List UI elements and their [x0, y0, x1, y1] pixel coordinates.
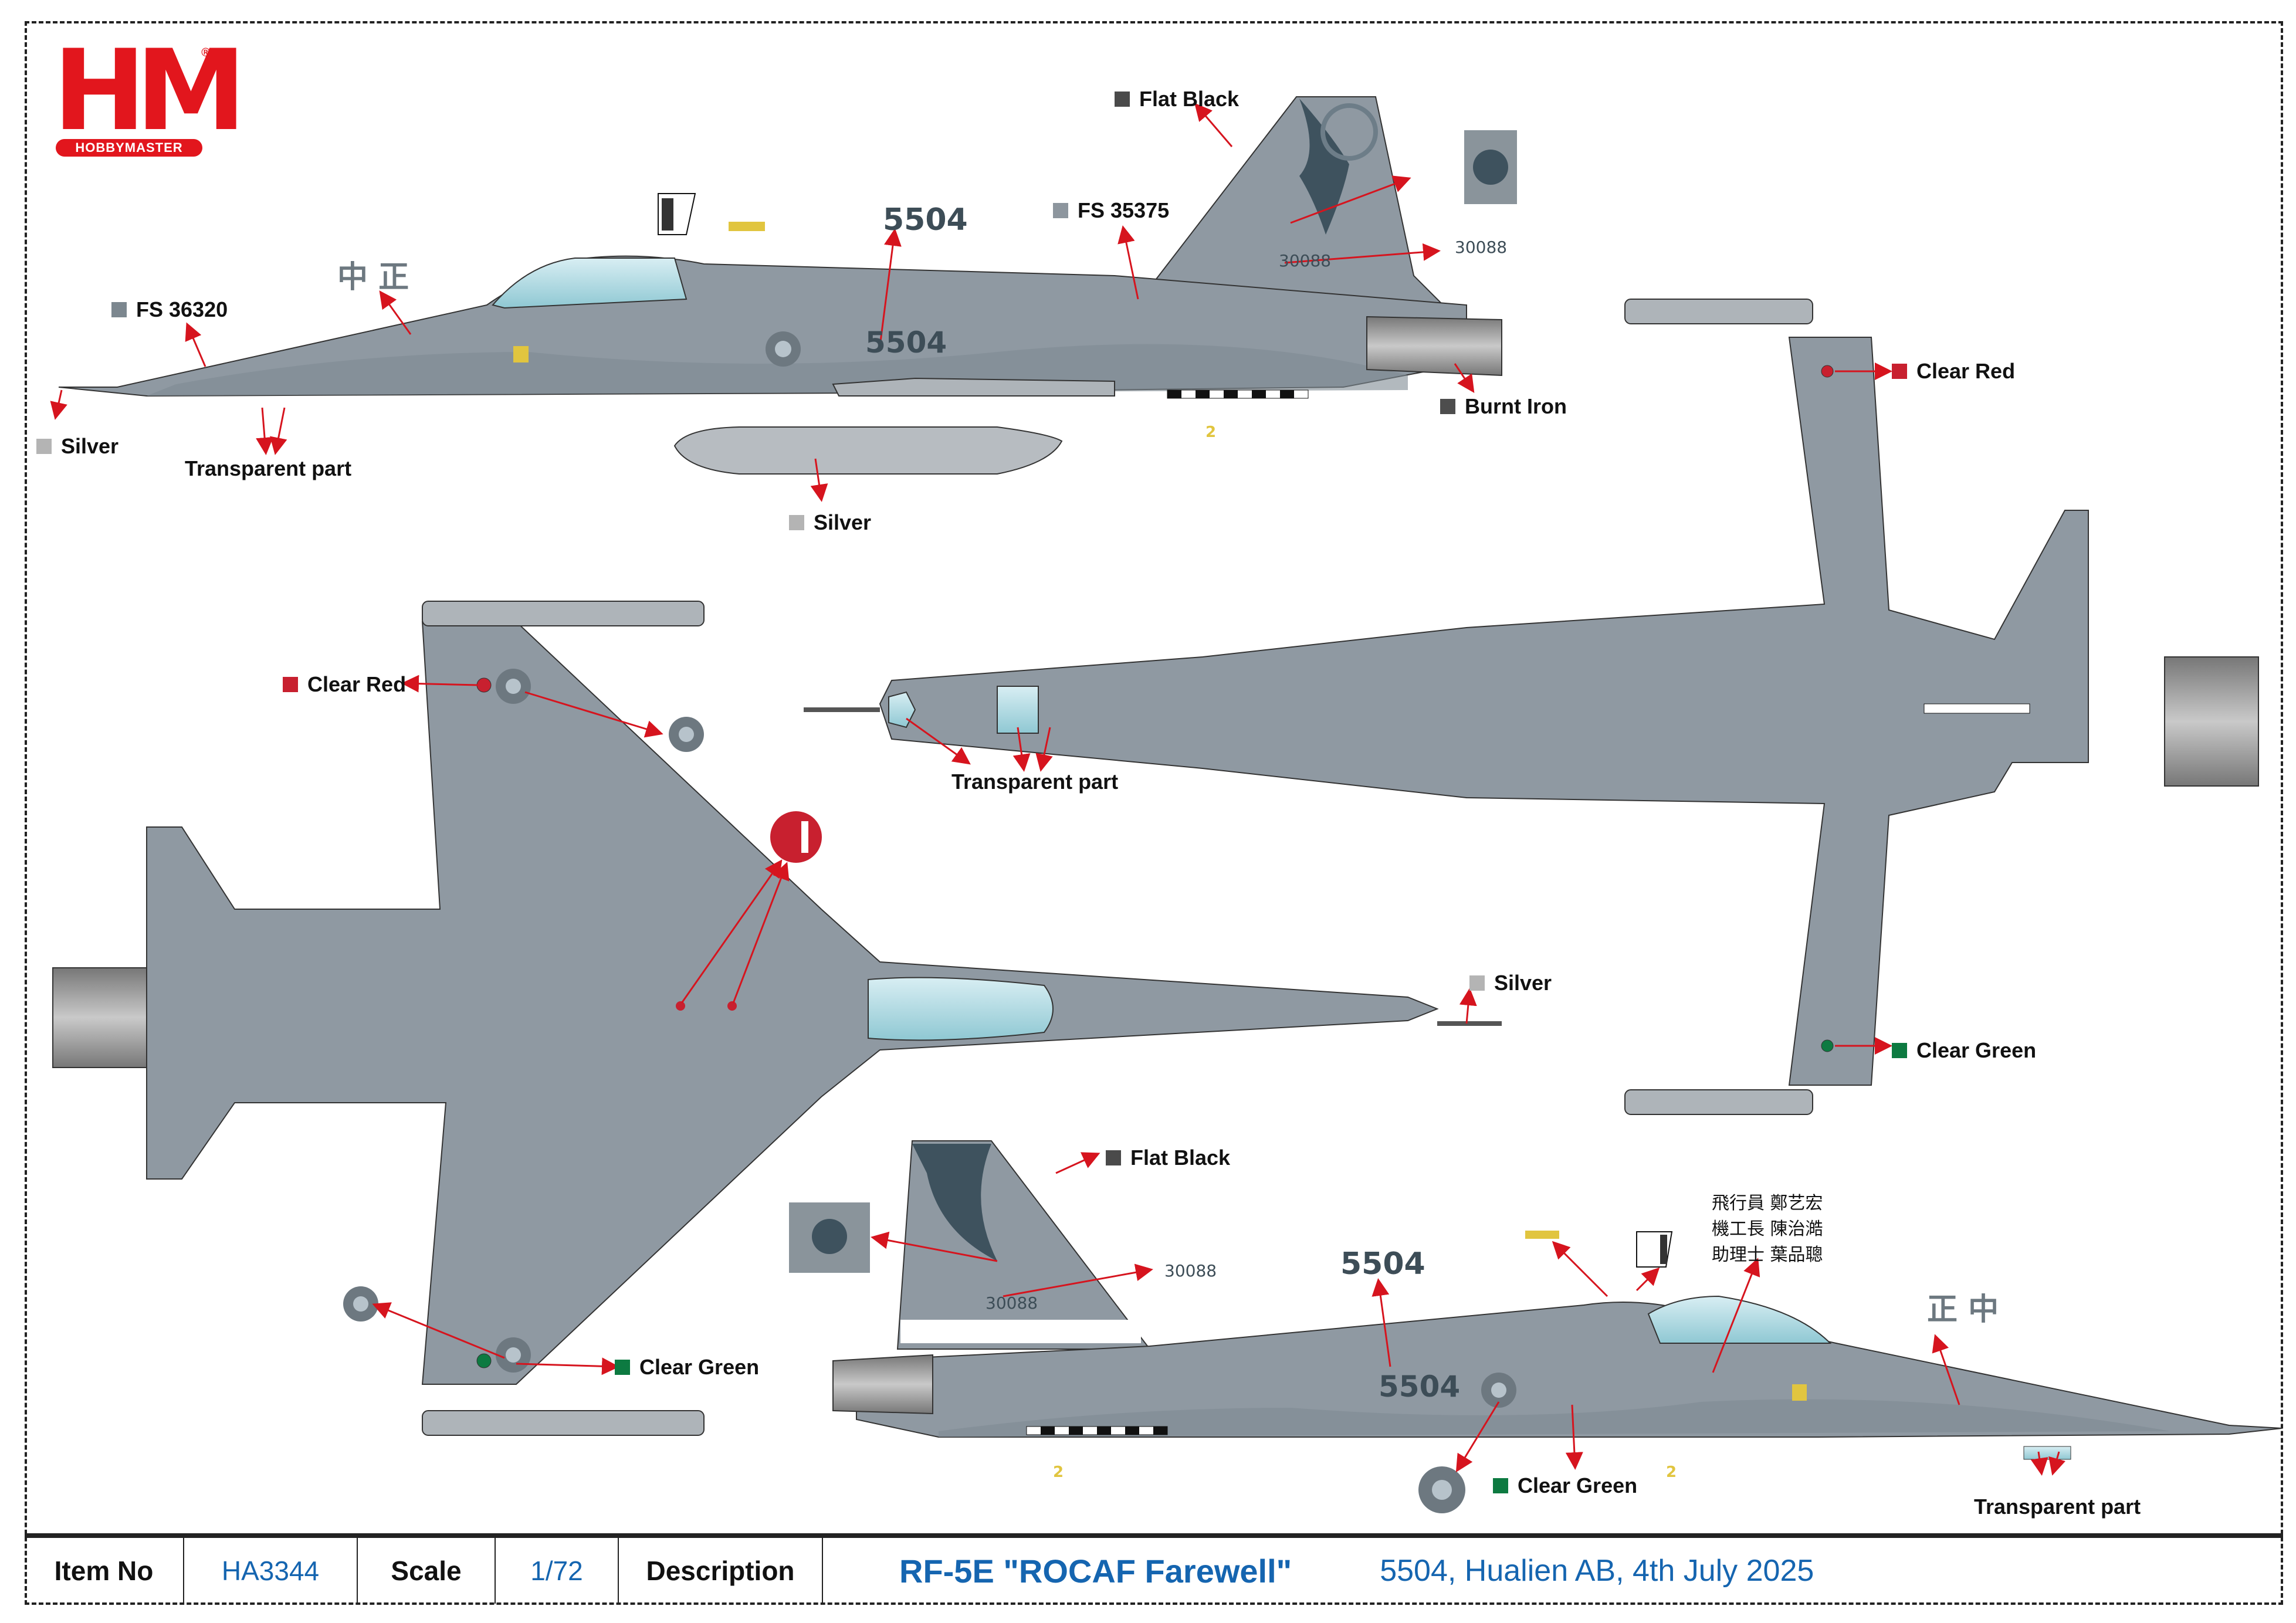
callout-clear-red-right: Clear Red: [1892, 359, 2015, 384]
arrestor-checker-bottom: [1026, 1426, 1168, 1435]
tail-number-detail-top: 30088: [1455, 238, 1508, 257]
aircraft-title: RF-5E "ROCAF Farewell": [899, 1552, 1292, 1590]
numeral-2-top: 2: [1205, 423, 1217, 441]
crew-role: 飛行員: [1712, 1193, 1765, 1214]
callout-text: Silver: [814, 510, 872, 534]
callout-text: Burnt Iron: [1465, 394, 1567, 418]
serial-fuselage-bottom: 5504: [1379, 1370, 1461, 1404]
callout-text: Silver: [1494, 971, 1552, 995]
callout-silver-nose: Silver: [36, 434, 118, 459]
swatch-icon: [1469, 975, 1485, 991]
plan-view-right: [804, 299, 2259, 1115]
callout-text: FS 35375: [1078, 198, 1170, 222]
crew-list: 飛行員 鄭艺宏 機工長 陳治澔 助理士 葉品聰: [1712, 1191, 1823, 1268]
callout-text: Transparent part: [185, 456, 352, 480]
swatch-icon: [1892, 1043, 1907, 1058]
serial-fuselage-top: 5504: [865, 326, 947, 360]
arrestor-checker: [1167, 389, 1309, 399]
serial-detail-bottom: 5504: [1340, 1246, 1425, 1282]
swatch-icon: [111, 302, 127, 317]
callout-text: Clear Green: [639, 1355, 760, 1379]
aircraft-subtitle: 5504, Hualien AB, 4th July 2025: [1380, 1554, 1814, 1588]
plan-view-left: [52, 601, 1502, 1436]
callout-text: Flat Black: [1139, 87, 1240, 111]
callout-text: Clear Green: [1518, 1473, 1638, 1497]
swatch-icon: [1106, 1150, 1121, 1165]
serial-detail-top: 5504: [883, 202, 968, 238]
callout-silver-tank: Silver: [789, 510, 871, 535]
swatch-icon: [1115, 92, 1130, 107]
chinese-name-bottom: 正 中: [1927, 1292, 1999, 1327]
swatch-icon: [789, 515, 804, 530]
item-no-label: Item No: [25, 1538, 184, 1604]
callout-clear-green-right: Clear Green: [1892, 1038, 2036, 1063]
callout-flat-black-top: Flat Black: [1115, 87, 1239, 111]
swatch-icon: [1440, 399, 1455, 414]
callout-burnt-iron: Burnt Iron: [1440, 394, 1567, 419]
swatch-icon: [1892, 364, 1907, 379]
logo-subtext: HOBBYMASTER: [56, 139, 202, 157]
callout-text: Transparent part: [951, 770, 1119, 794]
callout-silver-mid: Silver: [1469, 971, 1552, 995]
description-value: RF-5E "ROCAF Farewell" 5504, Hualien AB,…: [823, 1538, 2283, 1604]
tail-number-detail-bottom: 30088: [1164, 1261, 1217, 1280]
callout-transparent-mid: Transparent part: [951, 770, 1118, 794]
scale-value: 1/72: [496, 1538, 619, 1604]
numeral-2-bottom-right: 2: [1666, 1463, 1677, 1481]
callout-flat-black-bottom: Flat Black: [1106, 1146, 1230, 1170]
callout-fs35375: FS 35375: [1053, 198, 1169, 223]
callout-transparent-top: Transparent part: [185, 456, 351, 481]
info-bar: Item No HA3344 Scale 1/72 Description RF…: [25, 1533, 2283, 1604]
callout-text: Clear Red: [1916, 359, 2016, 383]
crew-name: 鄭艺宏: [1770, 1193, 1823, 1214]
numeral-2-bottom-left: 2: [1053, 1463, 1064, 1481]
swatch-icon: [283, 677, 298, 692]
callout-fs36320: FS 36320: [111, 297, 228, 322]
side-view-bottom: [789, 1140, 2283, 1513]
callout-clear-green-left: Clear Green: [615, 1355, 759, 1380]
callout-text: Clear Green: [1916, 1038, 2037, 1062]
tail-dots: [900, 1320, 1141, 1343]
callout-transparent-bottom: Transparent part: [1974, 1495, 2141, 1519]
swatch-icon: [615, 1360, 630, 1375]
chinese-name-top: 中 正: [337, 260, 409, 295]
description-label: Description: [619, 1538, 823, 1604]
callout-text: Clear Red: [307, 672, 407, 696]
crew-row: 飛行員 鄭艺宏: [1712, 1191, 1823, 1217]
callout-text: Transparent part: [1974, 1495, 2141, 1519]
crew-row: 助理士 葉品聰: [1712, 1242, 1823, 1268]
swatch-icon: [1053, 203, 1068, 218]
crew-role: 助理士: [1712, 1245, 1765, 1265]
scale-label: Scale: [358, 1538, 496, 1604]
page-border: [25, 21, 2283, 1605]
callout-clear-red-left: Clear Red: [283, 672, 406, 697]
item-no-value: HA3344: [184, 1538, 358, 1604]
callout-text: Flat Black: [1130, 1146, 1231, 1170]
callout-text: Silver: [61, 434, 119, 458]
side-view-top: [50, 96, 1517, 502]
swatch-icon: [36, 439, 52, 454]
crew-name: 陳治澔: [1770, 1219, 1823, 1239]
swatch-icon: [1493, 1478, 1508, 1493]
tail-number-top: 30088: [1279, 251, 1332, 270]
crew-role: 機工長: [1712, 1219, 1765, 1239]
registered-mark: ®: [201, 46, 210, 59]
tail-number-bottom: 30088: [986, 1293, 1038, 1313]
callout-clear-green-bottom: Clear Green: [1493, 1473, 1637, 1498]
crew-row: 機工長 陳治澔: [1712, 1217, 1823, 1242]
crew-name: 葉品聰: [1770, 1245, 1823, 1265]
callout-text: FS 36320: [136, 297, 228, 321]
